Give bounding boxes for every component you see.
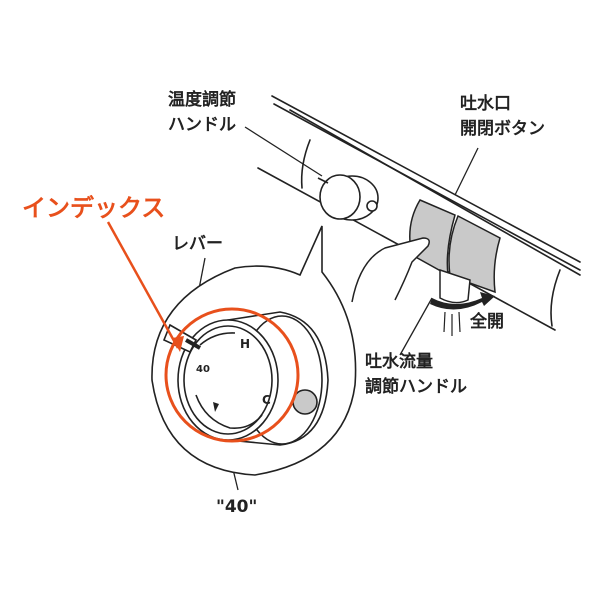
temp-handle-label: 温度調節 ハンドル <box>168 88 236 138</box>
label-line: 吐水口 <box>460 94 511 114</box>
label-line: 吐水流量 <box>365 352 433 372</box>
outlet-button-left <box>409 199 456 277</box>
forty-callout-label: "40" <box>216 497 258 517</box>
index-highlight-circle <box>164 307 300 443</box>
flow-handle <box>439 268 471 304</box>
hand-pointing <box>351 237 430 303</box>
temp-knob-face <box>319 174 361 220</box>
label-line: 調節ハンドル <box>365 377 467 397</box>
rotate-arrow-icon <box>430 292 495 310</box>
label-line: 開閉ボタン <box>460 119 545 139</box>
label-line: 温度調節 <box>168 90 236 110</box>
flow-handle-label: 吐水流量 調節ハンドル <box>365 350 467 400</box>
dial-cold-mark: C <box>262 393 271 407</box>
label-line: ハンドル <box>168 115 236 135</box>
outlet-button-right <box>448 214 501 294</box>
dial-40-mark: 40 <box>196 364 210 375</box>
full-open-label: 全開 <box>470 312 504 332</box>
index-arrow <box>106 221 180 349</box>
outlet-button-label: 吐水口 開閉ボタン <box>460 92 545 142</box>
index-label: インデックス <box>22 194 166 222</box>
lever-label: レバー <box>172 234 223 254</box>
faucet-bar-top-edge <box>271 95 581 263</box>
dial-hot-mark: H <box>240 337 250 351</box>
